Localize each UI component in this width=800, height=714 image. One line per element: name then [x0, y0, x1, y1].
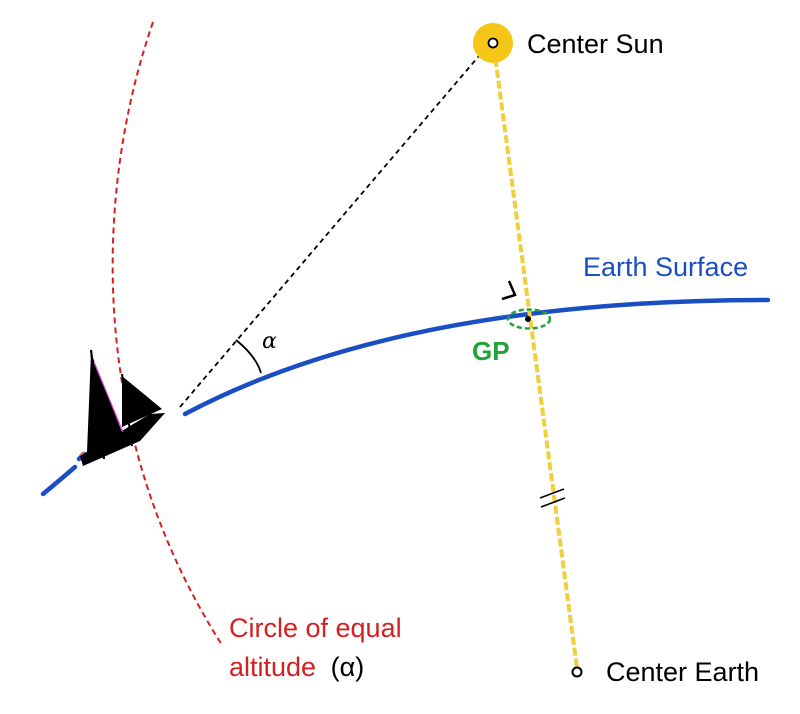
- sight-line-to-sun: [179, 42, 491, 408]
- sun-earth-center-line: [492, 47, 579, 669]
- earth-surface-curve-left-segment: [40, 464, 78, 497]
- altitude-angle-arc: [235, 339, 262, 374]
- center-earth-label: Center Earth: [606, 657, 759, 687]
- circle-label-alpha: (α): [331, 652, 365, 682]
- sun-disc-icon: [473, 23, 513, 63]
- sailboat-icon: [79, 349, 165, 466]
- circle-label-altitude-word: altitude: [229, 652, 316, 682]
- earth-surface-label: Earth Surface: [583, 252, 748, 282]
- earth-surface-curve: [182, 297, 771, 417]
- line-break-mark-upper: [539, 488, 565, 499]
- altitude-angle-label: α: [262, 329, 277, 354]
- gp-label: GP: [472, 336, 510, 366]
- center-earth-marker: [571, 666, 583, 678]
- circle-of-equal-altitude-label-line2: altitude (α): [229, 652, 364, 682]
- right-angle-marker: [501, 280, 517, 301]
- circle-of-equal-altitude-arc: [111, 21, 223, 646]
- line-break-mark-lower: [540, 497, 566, 508]
- circle-of-equal-altitude-label-line1: Circle of equal: [229, 613, 402, 643]
- center-sun-label: Center Sun: [527, 29, 664, 59]
- gp-marker: [506, 308, 552, 330]
